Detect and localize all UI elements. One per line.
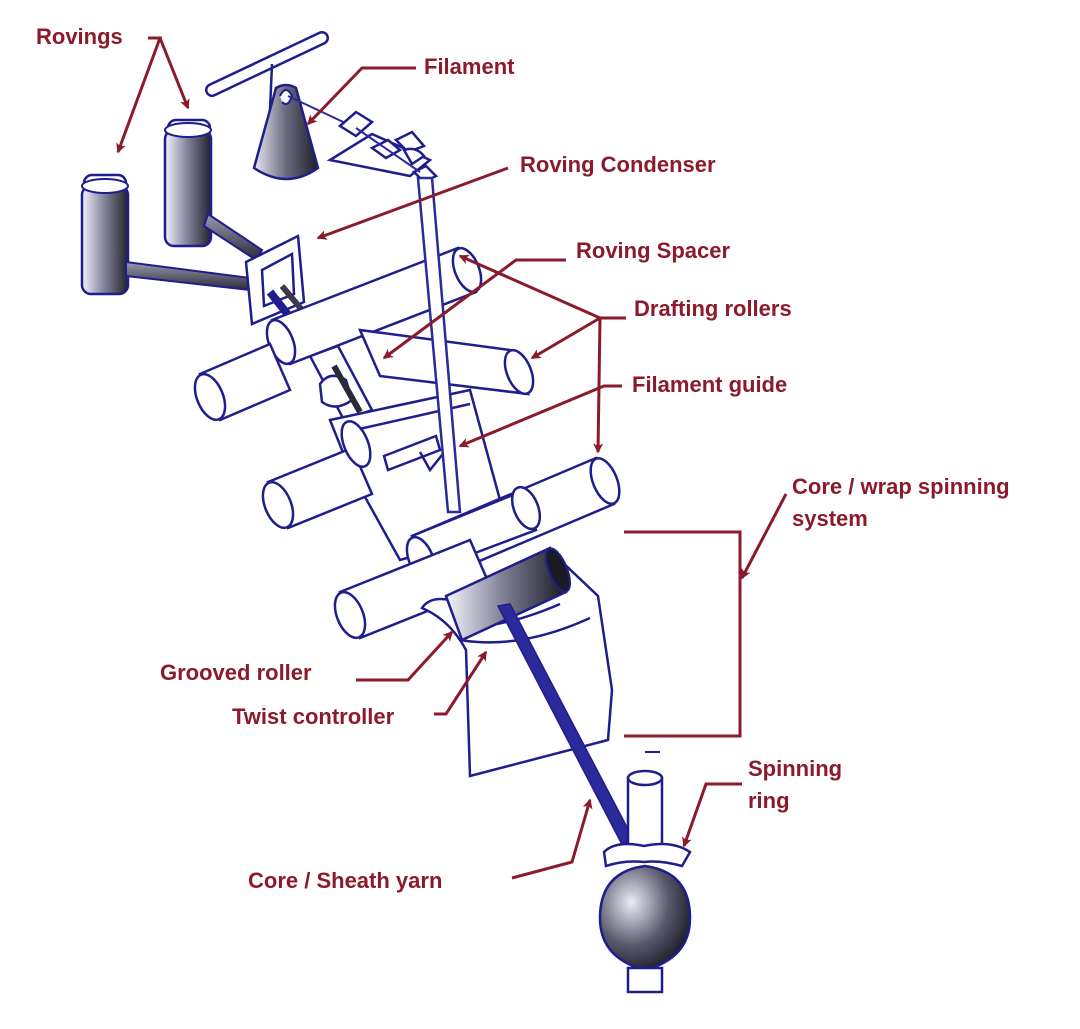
label-core-wrap-line1: Core / wrap spinning	[792, 474, 1010, 499]
label-grooved-roller: Grooved roller	[160, 660, 312, 685]
twist-controller-arrow	[434, 650, 488, 716]
drafting-rollers-arrow-3	[593, 317, 604, 454]
label-core-wrap-line2: system	[792, 506, 868, 531]
roving-spacer-arrow	[382, 258, 566, 360]
label-filament-guide: Filament guide	[632, 372, 788, 397]
roving-spacer	[308, 344, 374, 422]
core-wrap-arrow	[740, 493, 788, 580]
core-sheath-yarn-arrow	[511, 798, 593, 880]
grooved-roller-arrow	[356, 630, 454, 682]
roving-bobbin-right	[163, 118, 213, 248]
filament-guide	[382, 434, 447, 473]
label-spinning-ring-line1: Spinning	[748, 756, 843, 781]
roving-bobbin-left	[80, 173, 130, 296]
roving-condenser-arrow	[316, 166, 509, 240]
spinning-ring-arrow	[682, 782, 742, 848]
rovings-arrow-left	[116, 36, 163, 154]
spinning-spindle	[626, 751, 664, 858]
label-roving-spacer: Roving Spacer	[576, 238, 731, 263]
drafting-roller-middle	[261, 420, 374, 530]
drafting-rollers-arrow-2	[530, 316, 601, 360]
creel-bar	[205, 31, 329, 111]
label-spinning-ring-line2: ring	[748, 788, 790, 813]
label-roving-condenser: Roving Condenser	[520, 152, 716, 177]
label-twist-controller: Twist controller	[232, 704, 395, 729]
filament-tensioner	[326, 110, 439, 184]
label-core-sheath-yarn: Core / Sheath yarn	[248, 868, 443, 893]
spinning-ring	[602, 842, 692, 868]
core-wrap-system-bracket	[624, 530, 742, 738]
drafting-rollers-arrow-1	[458, 254, 626, 320]
yarn-cop	[598, 864, 692, 994]
drafting-roller-front-bottom	[333, 538, 492, 640]
rovings-arrow-right	[158, 37, 190, 110]
filament-guide-arrow	[458, 384, 622, 448]
filament-core-path	[416, 176, 462, 514]
grooved-roller	[444, 546, 571, 642]
filament-arrow	[306, 66, 416, 126]
label-rovings: Rovings	[36, 24, 123, 49]
label-filament: Filament	[424, 54, 515, 79]
label-drafting-rollers: Drafting rollers	[634, 296, 792, 321]
leader-arrows	[116, 36, 788, 880]
